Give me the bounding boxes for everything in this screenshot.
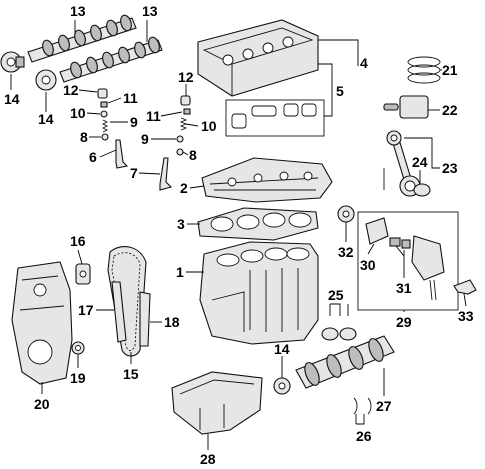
callout-26: 26 [356, 428, 372, 444]
callout-4: 4 [360, 55, 368, 71]
callout-33: 33 [458, 308, 474, 324]
callout-21: 21 [442, 62, 458, 78]
callout-31: 31 [396, 280, 412, 296]
callout-12b: 12 [178, 69, 194, 85]
callout-16: 16 [70, 233, 86, 249]
thrust-washers [353, 397, 372, 415]
chain-tensioner [75, 263, 91, 285]
callout-6: 6 [89, 149, 97, 165]
piston [383, 95, 429, 119]
camshaft-upper [27, 14, 137, 63]
oil-tube [453, 279, 477, 295]
callout-7: 7 [130, 165, 138, 181]
callout-10a: 10 [70, 105, 86, 121]
callout-5: 5 [336, 83, 344, 99]
callout-9a: 9 [130, 114, 138, 130]
piston-rings [407, 56, 441, 84]
callout-24: 24 [412, 154, 428, 170]
crankshaft-sprocket [273, 377, 291, 395]
callout-12a: 12 [63, 82, 79, 98]
callout-22: 22 [442, 102, 458, 118]
valve-train-left [97, 88, 129, 169]
callout-29: 29 [396, 314, 412, 330]
callout-1: 1 [176, 264, 184, 280]
callout-11b: 11 [146, 108, 161, 124]
chain-guide-left [111, 281, 127, 343]
callout-27: 27 [376, 398, 392, 414]
chain-guide-right [139, 291, 151, 347]
callout-13b: 13 [142, 3, 158, 19]
cylinder-head [201, 157, 333, 203]
timing-chain [107, 246, 147, 357]
leader-lines [10, 20, 467, 450]
camshaft-lower [59, 36, 163, 83]
callout-8b: 8 [189, 147, 197, 163]
oil-pan [171, 371, 263, 435]
main-bearings [321, 327, 357, 341]
callout-9b: 9 [141, 131, 149, 147]
callout-19: 19 [70, 370, 86, 386]
callout-20: 20 [34, 396, 50, 412]
callout-23: 23 [442, 160, 458, 176]
callout-32: 32 [338, 244, 354, 260]
camshaft-sprocket-right [35, 69, 57, 91]
engine-block [199, 241, 319, 345]
callout-17: 17 [78, 302, 94, 318]
front-seal [71, 341, 85, 355]
balance-shaft-sprocket [337, 205, 355, 223]
camshaft-sprocket-left [0, 51, 25, 73]
callout-14c: 14 [274, 341, 290, 357]
rod-bearing [413, 183, 431, 197]
callout-25: 25 [328, 287, 344, 303]
callout-14b: 14 [38, 111, 54, 127]
callout-10b: 10 [201, 118, 217, 134]
callout-2: 2 [180, 180, 188, 196]
valve-train-right [159, 95, 191, 191]
valve-cover [197, 19, 319, 97]
timing-cover [11, 261, 73, 385]
callout-28: 28 [200, 451, 216, 467]
callout-14a: 14 [4, 91, 20, 107]
callout-11a: 11 [123, 90, 138, 106]
head-gasket [197, 207, 319, 241]
crankshaft [295, 335, 395, 389]
callout-13a: 13 [70, 3, 86, 19]
callout-18: 18 [164, 314, 180, 330]
callout-8a: 8 [80, 129, 88, 145]
callout-15: 15 [123, 366, 139, 382]
callout-30: 30 [360, 257, 376, 273]
callout-numbers: 13 13 14 14 12 11 10 9 8 6 7 12 11 10 9 … [4, 3, 474, 467]
callout-3: 3 [177, 216, 185, 232]
oil-pump-assembly [357, 211, 459, 311]
valve-cover-gasket [225, 99, 325, 137]
